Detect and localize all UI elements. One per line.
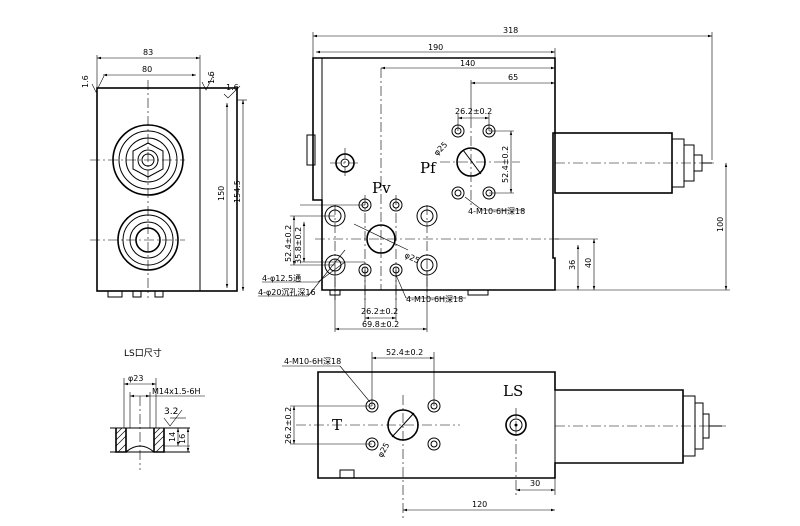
side-port-upper (112, 124, 184, 196)
front-view: Pf 26.2±0.2 52.4±0.2 φ25 4-M10-6H深18 (258, 26, 730, 332)
ls-detail-title: LS口尺寸 (124, 347, 162, 359)
pv-dia-25: φ25 (403, 251, 421, 266)
side-body (96, 87, 238, 292)
pv-dim-69-8: 69.8±0.2 (362, 320, 399, 329)
pv-dim-26-2: 26.2±0.2 (361, 307, 398, 316)
dim-83: 83 (143, 48, 153, 57)
t-label: T (332, 416, 342, 434)
bottom-dim-120: 120 (472, 500, 487, 509)
pv-port-pattern: Pv 52.4±0.2 (258, 68, 560, 332)
ls-depth-14: 14 (168, 432, 177, 442)
pf-port-pattern: Pf 26.2±0.2 52.4±0.2 φ25 4-M10-6H深18 (420, 107, 525, 216)
dim-65: 65 (508, 73, 518, 82)
dim-40: 40 (584, 258, 593, 268)
dim-80: 80 (142, 65, 152, 74)
front-body (312, 57, 556, 291)
pv-label: Pv (372, 179, 391, 197)
side-view: 83 80 1.6 1.6 1.6 150 154.5 (81, 48, 247, 298)
dim-154-5: 154.5 (233, 180, 242, 203)
pv-note-hole: 4-φ12.5通 (262, 273, 301, 283)
pv-dim-35-8: 35.8±0.2 (294, 227, 303, 264)
ls-label: LS (503, 382, 523, 400)
dim-190: 190 (428, 43, 443, 52)
pf-dim-26-2: 26.2±0.2 (455, 107, 492, 116)
pf-dim-52-4: 52.4±0.2 (501, 146, 510, 183)
dim-100: 100 (716, 217, 725, 232)
dim-36: 36 (568, 260, 577, 270)
ls-port-section (115, 396, 165, 470)
bottom-thread-note: 4-M10-6H深18 (284, 357, 341, 366)
bottom-view: T φ25 52.4±0.2 4-M10-6H深18 26.2±0.2 LS 3 (282, 348, 726, 520)
pv-thread-note: 4-M10-6H深18 (406, 295, 463, 304)
dim-140: 140 (460, 59, 475, 68)
bottom-body (317, 371, 684, 479)
pf-thread-note: 4-M10-6H深18 (468, 207, 525, 216)
bottom-dim-26-2: 26.2±0.2 (284, 407, 293, 444)
cartridge (554, 132, 716, 194)
ls-port: LS (503, 382, 527, 495)
dim-150: 150 (217, 186, 226, 201)
roughness-right-2: 1.6 (226, 83, 239, 92)
ls-roughness: 3.2 (164, 407, 178, 417)
pv-dim-52-4: 52.4±0.2 (284, 225, 293, 262)
dim-318: 318 (503, 26, 518, 35)
ls-dia-23: φ23 (128, 374, 143, 383)
side-port-lower (117, 209, 179, 271)
ls-depth-16: 16 (178, 434, 187, 444)
roughness-left: 1.6 (81, 75, 90, 88)
pv-note-cbore: 4-φ20沉孔深16 (258, 288, 316, 297)
bottom-dim-52-4: 52.4±0.2 (386, 348, 423, 357)
roughness-right: 1.6 (207, 71, 216, 84)
ls-thread: M14x1.5-6H (152, 387, 201, 396)
t-port-pattern: T φ25 52.4±0.2 4-M10-6H深18 26.2±0.2 (282, 348, 460, 520)
bottom-dim-30: 30 (530, 479, 540, 488)
ls-detail: LS口尺寸 φ23 (110, 347, 205, 470)
pf-dia-25: φ25 (432, 140, 449, 157)
pf-label: Pf (420, 159, 437, 177)
